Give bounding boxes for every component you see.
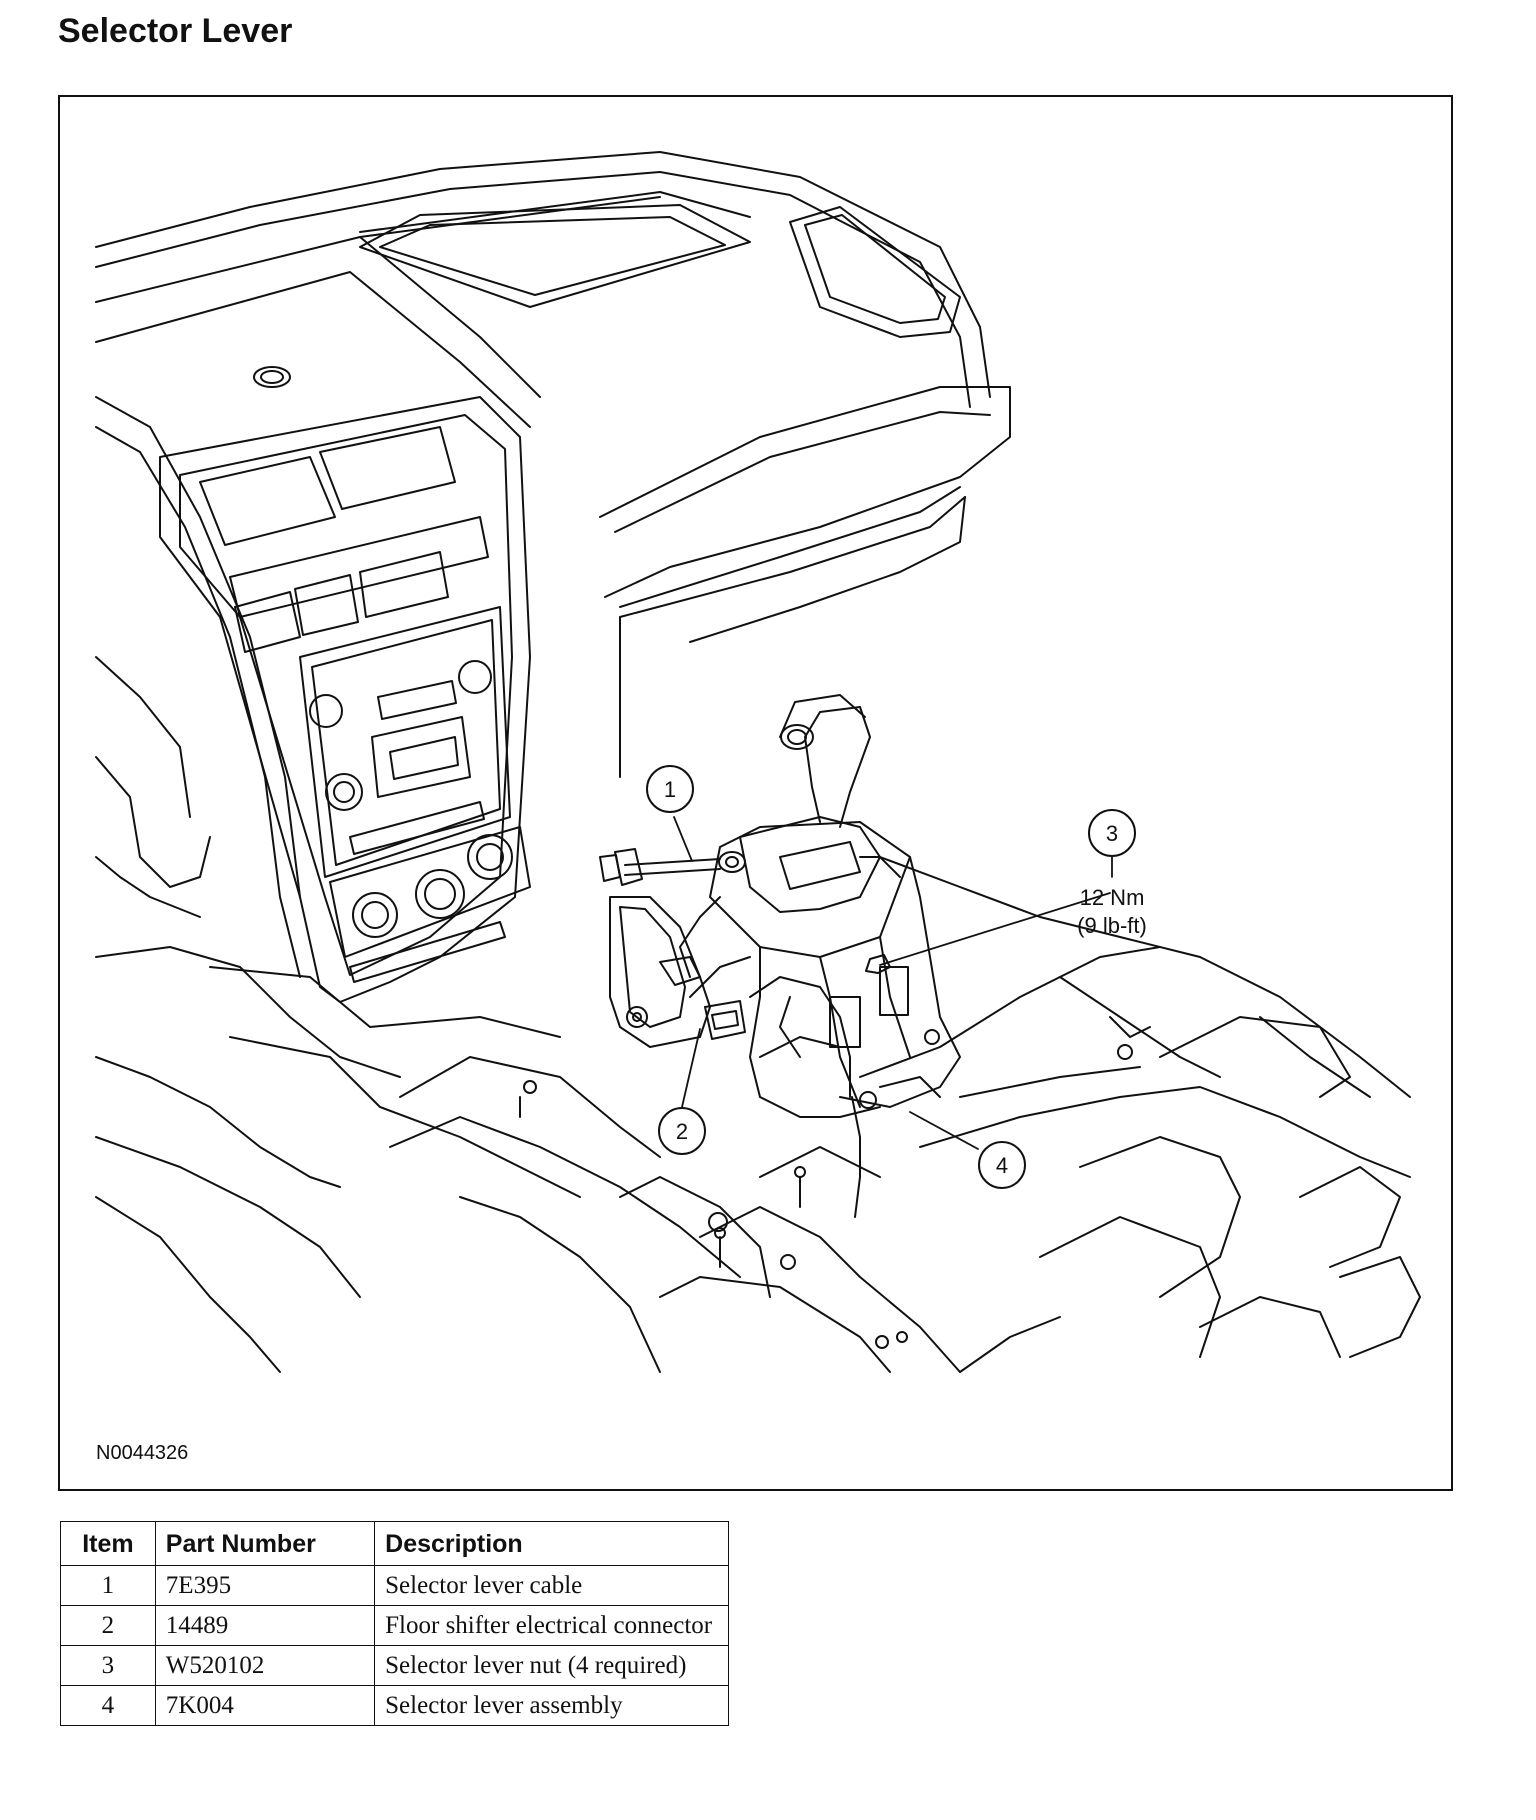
part-number-cell: 7K004 [154,1685,376,1726]
left-bracket [609,896,711,1048]
description-cell: Selector lever cable [374,1565,729,1606]
item-cell: 3 [60,1645,156,1686]
table-header-row: Item Part Number Description [60,1521,729,1566]
part-number-cell: W520102 [154,1645,376,1686]
callout-circle-3 [1088,809,1136,857]
callout-circle-1 [646,765,694,813]
leader-lines [673,816,1113,1150]
callout-circle-4 [978,1141,1026,1189]
item-cell: 1 [60,1565,156,1606]
table-row: 4 7K004 Selector lever assembly [60,1685,729,1726]
header-item: Item [60,1521,156,1566]
table-row: 1 7E395 Selector lever cable [60,1565,729,1606]
callout-circles [646,765,1136,1189]
shifter [679,694,961,1218]
center-stack [159,396,531,1003]
header-description: Description [374,1521,729,1566]
table-row: 2 14489 Floor shifter electrical connect… [60,1605,729,1646]
floor-pan [209,856,1421,1373]
figure-frame: 1 2 3 4 12 Nm (9 lb-ft) N0044326 [58,95,1453,1491]
parts-table: Item Part Number Description 1 7E395 Sel… [60,1521,729,1726]
description-cell: Selector lever assembly [374,1685,729,1726]
callout-1-number: 1 [664,777,676,802]
selector-cable [599,848,746,886]
display-recess [359,204,751,308]
sensor-circle [253,366,291,388]
left-dash [95,396,401,1373]
electrical-connector [704,1000,746,1040]
selector-lever-illustration: 1 2 3 4 12 Nm (9 lb-ft) [95,151,1421,1373]
callout-2-number: 2 [676,1119,688,1144]
right-vent [789,206,961,338]
header-part-number: Part Number [154,1521,376,1566]
callout-4-number: 4 [996,1153,1008,1178]
figure-id: N0044326 [96,1442,189,1464]
description-cell: Selector lever nut (4 required) [374,1645,729,1686]
torque-imperial: (9 lb-ft) [1077,913,1147,938]
part-number-cell: 14489 [154,1605,376,1646]
radio-unit [299,606,511,878]
selector-nut [865,954,891,974]
item-cell: 4 [60,1685,156,1726]
table-row: 3 W520102 Selector lever nut (4 required… [60,1645,729,1686]
callout-circle-2 [658,1107,706,1155]
part-number-cell: 7E395 [154,1565,376,1606]
callout-3-number: 3 [1106,821,1118,846]
torque-metric: 12 Nm [1080,885,1145,910]
dashboard-top [95,151,991,428]
dashboard-face [599,386,1011,778]
page-title: Selector Lever [58,12,293,50]
item-cell: 2 [60,1605,156,1646]
description-cell: Floor shifter electrical connector [374,1605,729,1646]
climate-controls [329,826,531,983]
